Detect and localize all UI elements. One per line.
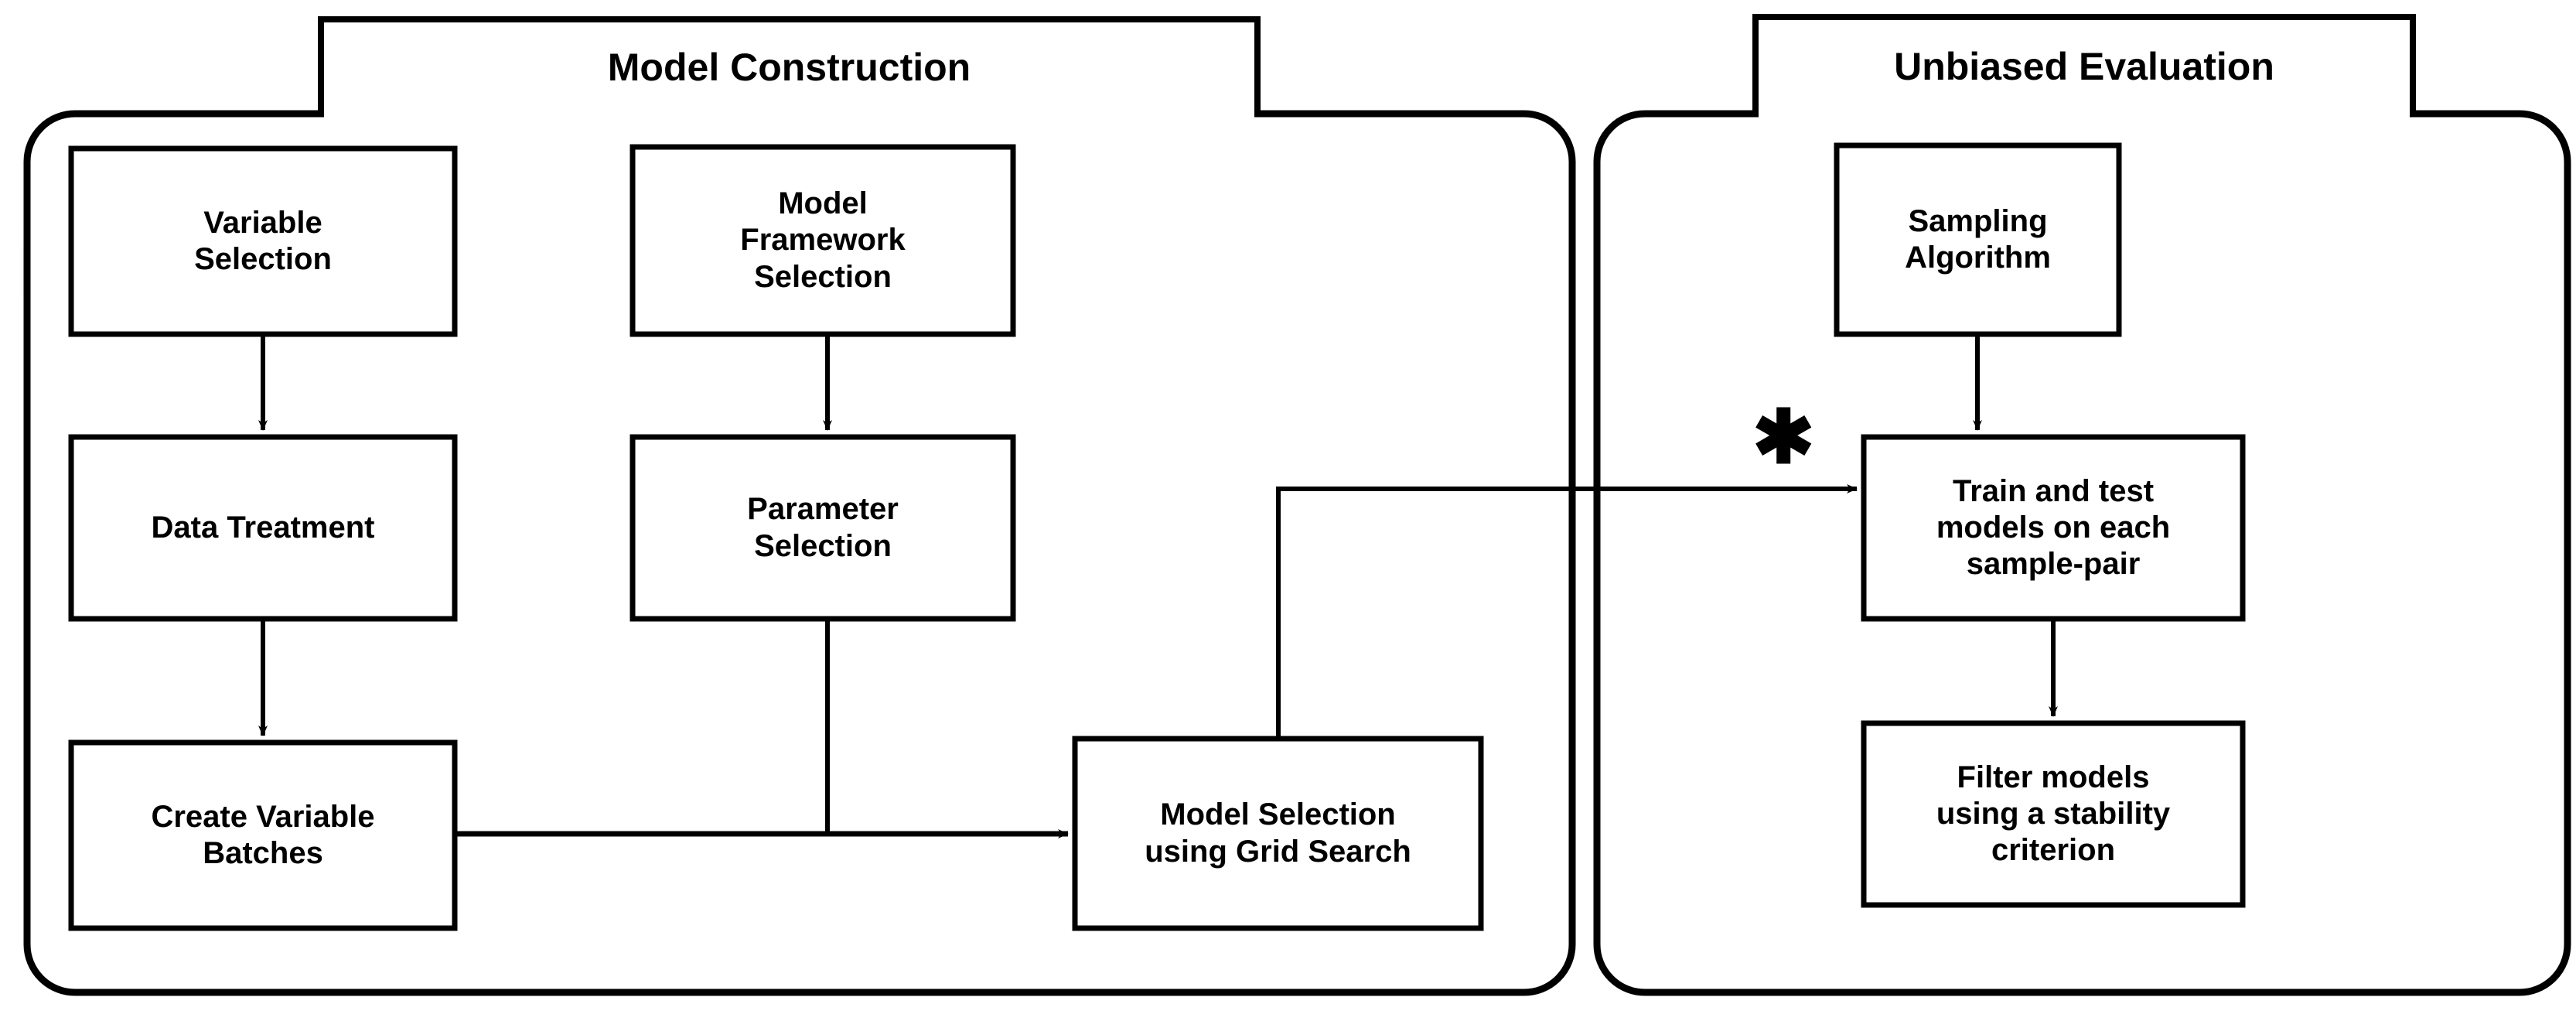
node-box-create-variable-batches[interactable] xyxy=(68,739,458,931)
node-box-model-selection-grid-search[interactable] xyxy=(1072,736,1484,931)
node-box-train-and-test[interactable] xyxy=(1861,434,2246,622)
node-box-data-treatment[interactable] xyxy=(68,434,458,622)
node-box-parameter-selection[interactable] xyxy=(629,434,1016,622)
node-box-variable-selection[interactable] xyxy=(68,145,458,337)
asterisk-marker-icon: ✱ xyxy=(1752,396,1815,479)
group-tab-model-construction xyxy=(318,16,1261,116)
group-tab-unbiased-evaluation xyxy=(1752,14,2416,116)
edge-model-selection-to-train-and-test xyxy=(1276,484,1858,739)
node-box-model-framework-selection[interactable] xyxy=(629,144,1016,337)
node-box-filter-models[interactable] xyxy=(1861,720,2246,908)
node-box-sampling-algorithm[interactable] xyxy=(1834,142,2122,337)
